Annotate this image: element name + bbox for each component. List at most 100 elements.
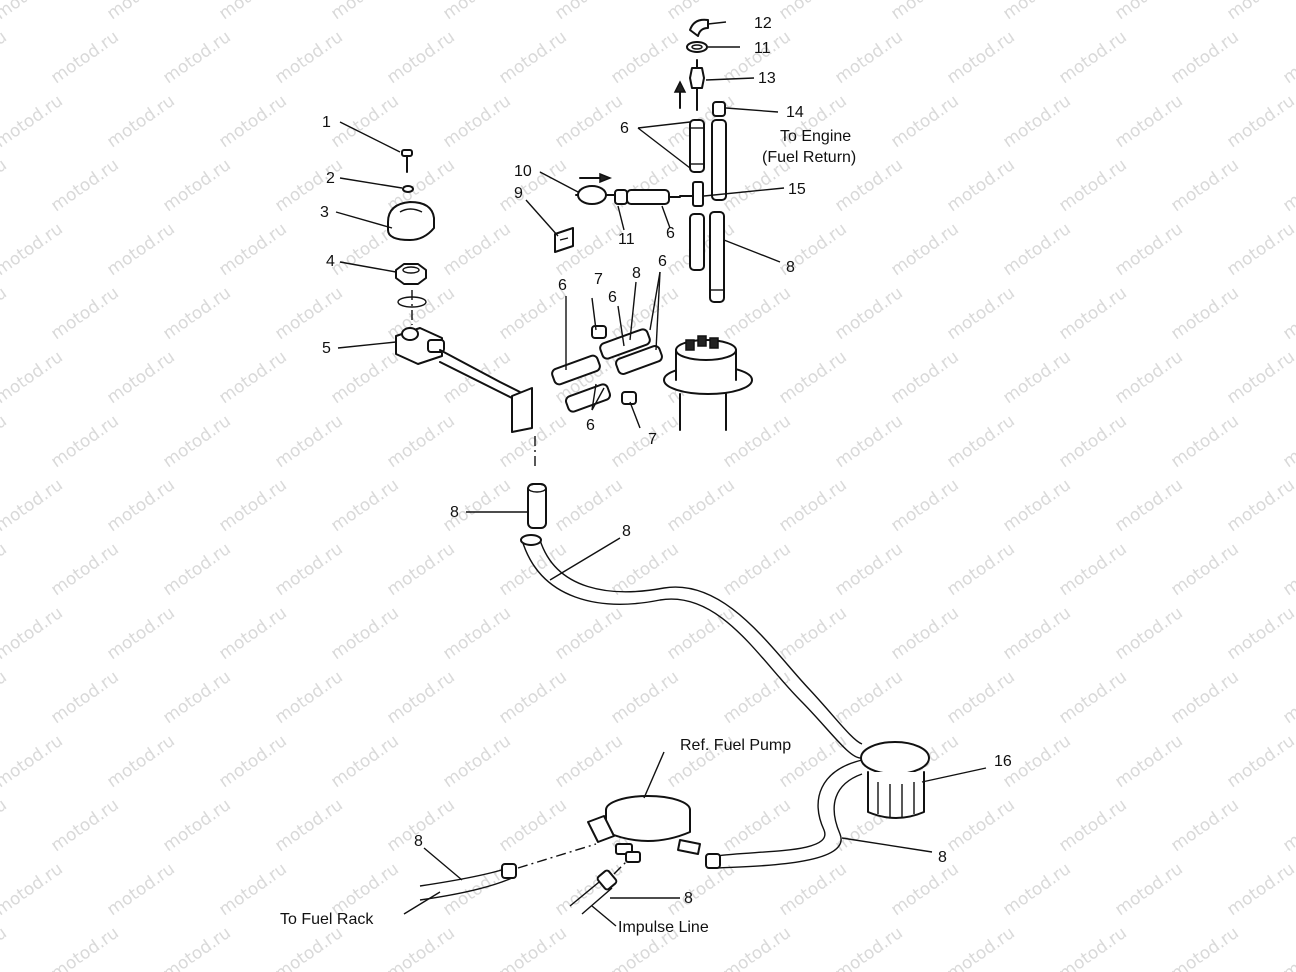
watermark-text: motod.ru <box>1055 411 1130 472</box>
watermark-text: motod.ru <box>719 923 794 972</box>
watermark-text: motod.ru <box>495 27 570 88</box>
watermark-text: motod.ru <box>271 411 346 472</box>
watermark-text: motod.ru <box>607 411 682 472</box>
watermark-text: motod.ru <box>887 475 962 536</box>
watermark-text: motod.ru <box>1279 795 1296 856</box>
watermark-text: motod.ru <box>1167 539 1242 600</box>
watermark-text: motod.ru <box>103 859 178 920</box>
callout-8-filter: 8 <box>938 849 947 866</box>
watermark-text: motod.ru <box>719 283 794 344</box>
watermark-text: motod.ru <box>215 219 290 280</box>
watermark-text: motod.ru <box>0 411 11 472</box>
watermark-text: motod.ru <box>1223 219 1296 280</box>
watermark-text: motod.ru <box>383 539 458 600</box>
watermark-text: motod.ru <box>327 475 402 536</box>
watermark-text: motod.ru <box>0 91 67 152</box>
callout-8-vertical: 8 <box>786 259 795 276</box>
watermark-text: motod.ru <box>999 603 1074 664</box>
watermark-text: motod.ru <box>943 795 1018 856</box>
callout-5: 5 <box>322 340 331 357</box>
watermark-text: motod.ru <box>0 603 67 664</box>
hose-6-horizontal <box>626 189 681 205</box>
watermark-text: motod.ru <box>1279 923 1296 972</box>
callout-8-impulse: 8 <box>684 890 693 907</box>
watermark-text: motod.ru <box>775 859 850 920</box>
watermark-text: motod.ru <box>383 667 458 728</box>
watermark-text: motod.ru <box>1223 0 1296 24</box>
hose-8-left-vertical <box>689 213 705 271</box>
callout-8-rack: 8 <box>414 833 423 850</box>
watermark-text: motod.ru <box>103 219 178 280</box>
watermark-text: motod.ru <box>0 219 67 280</box>
clamp-11-top <box>686 41 708 53</box>
watermark-text: motod.ru <box>719 539 794 600</box>
watermark-text: motod.ru <box>831 411 906 472</box>
watermark-text: motod.ru <box>1055 923 1130 972</box>
pickup-manifold-5 <box>395 327 533 433</box>
watermark-text: motod.ru <box>271 283 346 344</box>
watermark-text: motod.ru <box>719 795 794 856</box>
ref-fuel-pump <box>587 795 701 863</box>
watermark-text: motod.ru <box>0 347 67 408</box>
watermark-text: motod.ru <box>1223 859 1296 920</box>
watermark-text: motod.ru <box>0 283 11 344</box>
watermark-text: motod.ru <box>271 539 346 600</box>
watermark-text: motod.ru <box>551 475 626 536</box>
watermark-text: motod.ru <box>103 475 178 536</box>
watermark-text: motod.ru <box>215 91 290 152</box>
watermark-text: motod.ru <box>663 603 738 664</box>
cap-3 <box>387 201 435 241</box>
callout-2: 2 <box>326 170 335 187</box>
hose-6-lower-left <box>564 383 612 413</box>
watermark-text: motod.ru <box>775 603 850 664</box>
watermark-text: motod.ru <box>943 27 1018 88</box>
watermark-text: motod.ru <box>1279 667 1296 728</box>
main-fuel-hose-8 <box>520 534 863 759</box>
watermark-text: motod.ru <box>551 0 626 24</box>
label-to-engine: To Engine <box>780 128 851 145</box>
watermark-text: motod.ru <box>831 27 906 88</box>
watermark-text: motod.ru <box>1055 795 1130 856</box>
check-valve-10 <box>575 185 615 205</box>
callout-6-right: 6 <box>658 253 667 270</box>
watermark-text: motod.ru <box>47 27 122 88</box>
hose-right-vertical <box>711 119 727 201</box>
callout-12: 12 <box>754 15 772 32</box>
watermark-text: motod.ru <box>327 0 402 24</box>
callout-7-lower: 7 <box>648 431 657 448</box>
watermark-text: motod.ru <box>0 475 67 536</box>
watermark-text: motod.ru <box>943 539 1018 600</box>
watermark-text: motod.ru <box>1167 795 1242 856</box>
callout-6-center: 6 <box>608 289 617 306</box>
label-to-fuel-rack: To Fuel Rack <box>280 911 374 928</box>
watermark-text: motod.ru <box>215 0 290 24</box>
watermark-text: motod.ru <box>0 859 67 920</box>
watermark-text: motod.ru <box>439 731 514 792</box>
hose-6-vertical <box>689 119 705 173</box>
callout-6-top: 6 <box>620 120 629 137</box>
watermark-text: motod.ru <box>159 667 234 728</box>
watermark-text: motod.ru <box>1111 603 1186 664</box>
watermark-text: motod.ru <box>1111 219 1186 280</box>
label-impulse-line: Impulse Line <box>618 919 709 936</box>
watermark-text: motod.ru <box>439 219 514 280</box>
callout-8-mid: 8 <box>632 265 641 282</box>
watermark-text: motod.ru <box>47 667 122 728</box>
watermark-text: motod.ru <box>215 475 290 536</box>
clamp-11-mid <box>614 189 628 205</box>
watermark-text: motod.ru <box>719 667 794 728</box>
callout-7-upper: 7 <box>594 271 603 288</box>
watermark-text: motod.ru <box>1223 731 1296 792</box>
hose-6-lower-mid <box>615 345 663 375</box>
watermark-text: motod.ru <box>495 923 570 972</box>
watermark-text: motod.ru <box>327 731 402 792</box>
watermark-text: motod.ru <box>943 155 1018 216</box>
watermark-text: motod.ru <box>775 475 850 536</box>
watermark-text: motod.ru <box>1223 603 1296 664</box>
callout-16: 16 <box>994 753 1012 770</box>
fitting-13 <box>689 59 705 111</box>
watermark-text: motod.ru <box>1279 155 1296 216</box>
watermark-text: motod.ru <box>439 0 514 24</box>
watermark-text: motod.ru <box>327 603 402 664</box>
